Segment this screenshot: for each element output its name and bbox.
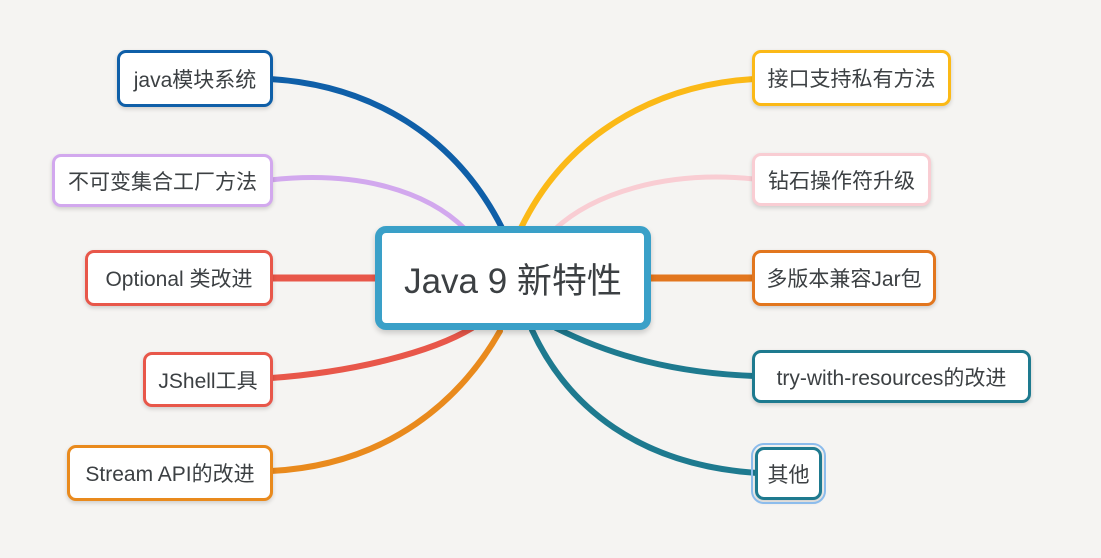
mindmap-node-central-topic[interactable]: Java 9 新特性 bbox=[375, 226, 651, 330]
node-label: java模块系统 bbox=[133, 68, 257, 92]
node-label: Optional 类改进 bbox=[105, 268, 253, 291]
mindmap-node-jshell-tool[interactable]: JShell工具 bbox=[143, 352, 273, 407]
connector-jshell bbox=[268, 325, 475, 381]
mindmap-node-multi-release-jar[interactable]: 多版本兼容Jar包 bbox=[752, 250, 936, 306]
node-label: 多版本兼容Jar包 bbox=[766, 268, 922, 291]
mindmap-node-diamond-operator-upgrade[interactable]: 钻石操作符升级 bbox=[752, 153, 931, 206]
node-label: try-with-resources的改进 bbox=[776, 366, 1007, 390]
connector-immutable-collection bbox=[267, 175, 468, 232]
node-label: 钻石操作符升级 bbox=[768, 169, 915, 193]
node-label: 其他 bbox=[767, 463, 810, 487]
mindmap-node-other[interactable]: 其他 bbox=[751, 443, 826, 504]
node-label: JShell工具 bbox=[158, 369, 258, 393]
central-topic-label: Java 9 新特性 bbox=[404, 261, 622, 301]
connector-stream-api bbox=[268, 328, 503, 474]
mindmap-node-java-module-system[interactable]: java模块系统 bbox=[117, 50, 273, 107]
connector-diamond-operator bbox=[551, 174, 757, 233]
connector-try-with-resources bbox=[553, 325, 757, 379]
mindmap-node-optional-improvements[interactable]: Optional 类改进 bbox=[85, 250, 273, 306]
connector-java-module-system bbox=[267, 76, 505, 231]
mindmap-node-immutable-collection-factory[interactable]: 不可变集合工厂方法 bbox=[52, 154, 273, 207]
connector-other bbox=[529, 327, 760, 476]
node-label: Stream API的改进 bbox=[85, 463, 255, 486]
connector-private-interface-methods bbox=[518, 76, 757, 231]
mindmap-node-private-interface-methods[interactable]: 接口支持私有方法 bbox=[752, 50, 951, 106]
mindmap-node-stream-api-improvements[interactable]: Stream API的改进 bbox=[67, 445, 273, 501]
node-label: 不可变集合工厂方法 bbox=[68, 170, 257, 194]
mindmap-node-try-with-resources-improvements[interactable]: try-with-resources的改进 bbox=[752, 350, 1031, 403]
node-label: 接口支持私有方法 bbox=[767, 68, 936, 91]
